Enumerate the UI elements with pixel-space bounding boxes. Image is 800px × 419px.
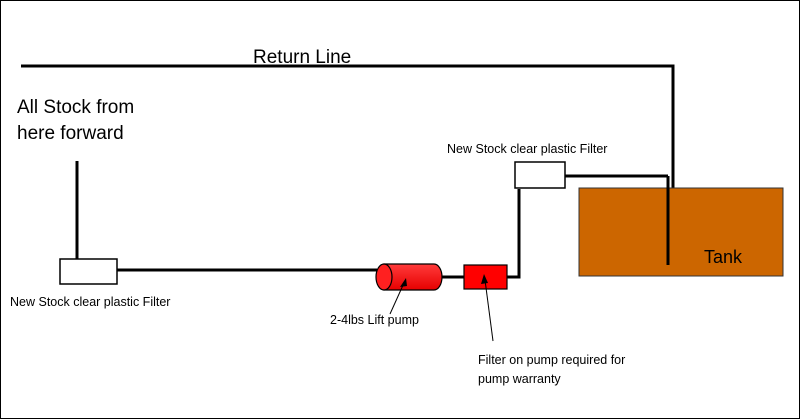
all-stock-label-line2: here forward <box>17 123 124 144</box>
top-filter <box>514 161 566 189</box>
fuel-tank <box>578 187 784 277</box>
lift-pump <box>375 263 443 291</box>
pump-filter-label-line2: pump warranty <box>478 372 561 386</box>
lift-pump-label: 2-4lbs Lift pump <box>330 313 419 327</box>
pump-filter-arrow <box>481 274 494 342</box>
return-line <box>21 64 675 213</box>
left-filter-label: New Stock clear plastic Filter <box>10 295 170 309</box>
tank-label: Tank <box>704 247 743 267</box>
lift-pump-arrow <box>389 278 407 315</box>
pump-filter-label-line1: Filter on pump required for <box>478 353 625 367</box>
left-filter <box>59 258 118 285</box>
return-line-label: Return Line <box>253 47 351 68</box>
top-filter-label: New Stock clear plastic Filter <box>447 142 607 156</box>
all-stock-label-line1: All Stock from <box>17 97 134 118</box>
filter-to-top-filter-line <box>507 189 521 279</box>
